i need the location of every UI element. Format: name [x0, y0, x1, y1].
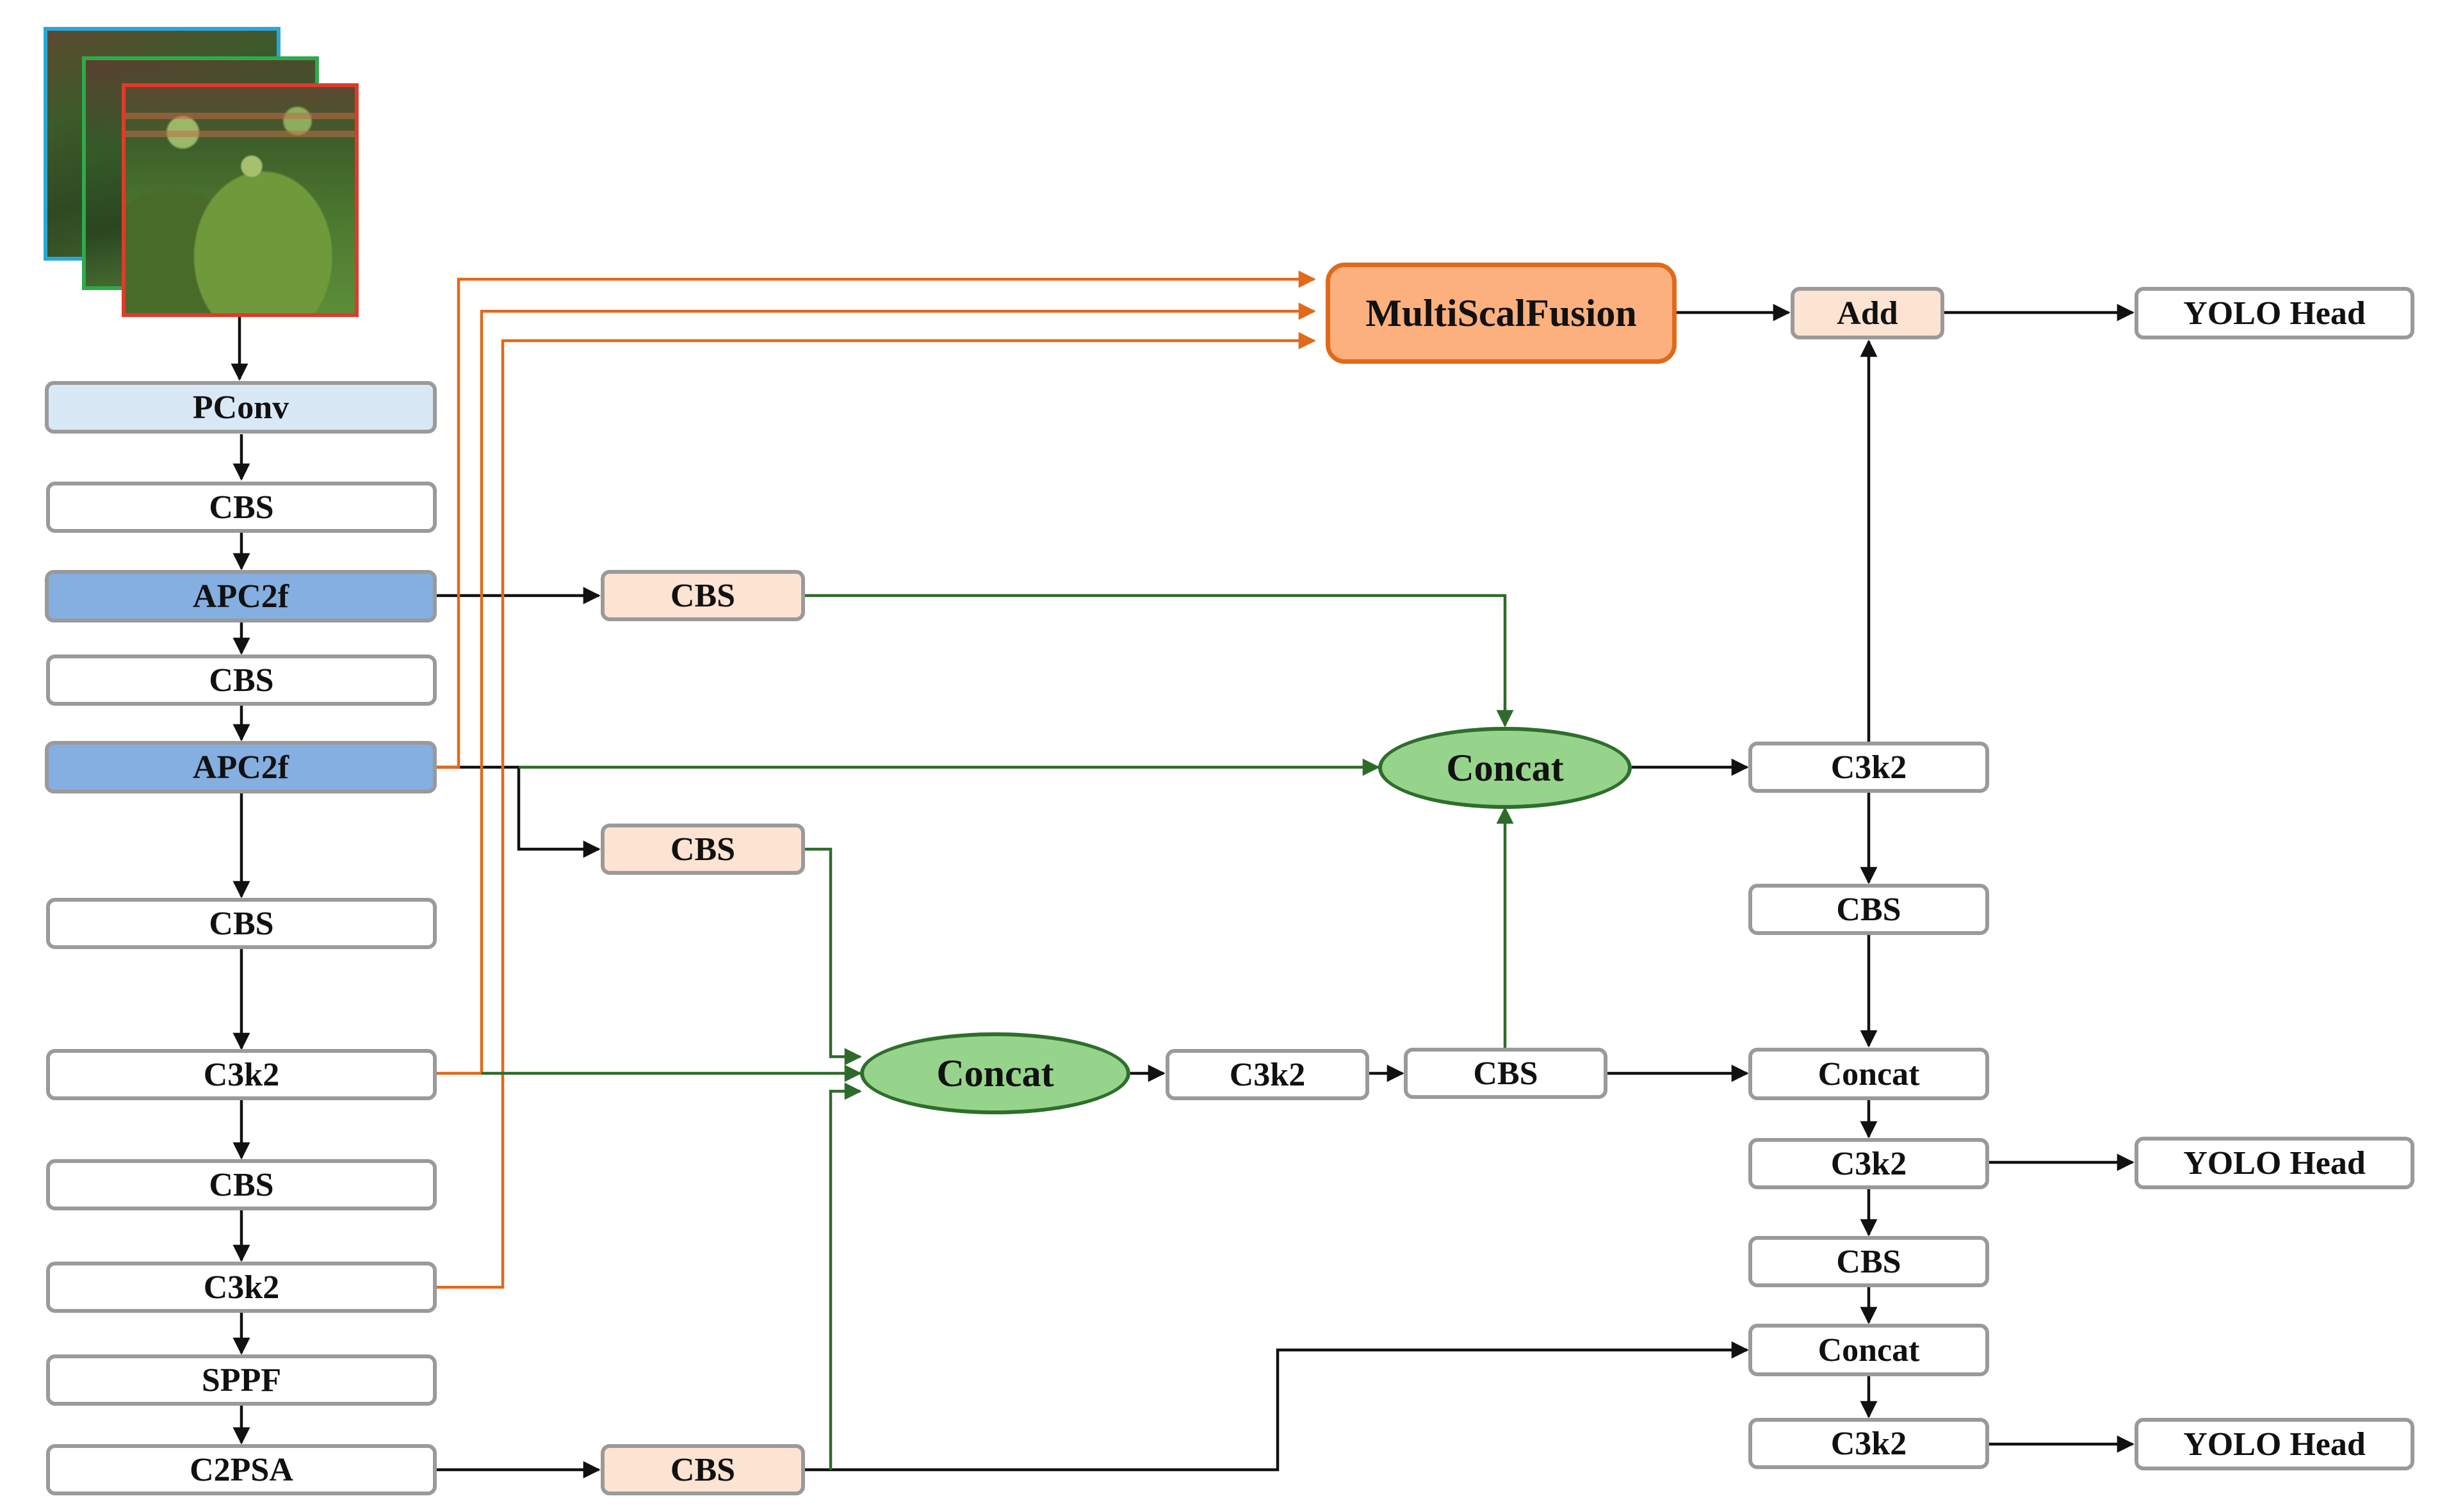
- wire-c3k2-to-fusion: [437, 302, 1316, 1075]
- cbs-block-2: CBS: [46, 654, 437, 706]
- c2psa-block: C2PSA: [46, 1444, 437, 1495]
- cbs-block-3: CBS: [46, 898, 437, 949]
- wire-cbs-mid-1-to-concat-top: [805, 594, 1514, 728]
- apc2f-block-2: APC2f: [45, 741, 437, 793]
- concat-top-node: Concat: [1378, 727, 1632, 809]
- c3k2-block-1: C3k2: [46, 1049, 437, 1100]
- cbs-mid-block: CBS: [1404, 1048, 1607, 1099]
- sppf-block: SPPF: [46, 1354, 437, 1406]
- c3k2-mid-block: C3k2: [1166, 1049, 1369, 1100]
- cbs-branch-block-2: CBS: [601, 824, 805, 875]
- cbs-branch-block-1: CBS: [601, 570, 805, 621]
- cbs-branch-block-3: CBS: [601, 1444, 805, 1495]
- cbs-block-4: CBS: [46, 1159, 437, 1210]
- multiscalfusion-block: MultiScalFusion: [1326, 263, 1677, 364]
- wire-apc2f-2-to-cbs-mid-2: [437, 765, 601, 858]
- cbs-right-block-2: CBS: [1748, 1236, 1989, 1287]
- yolo-head-2: YOLO Head: [2135, 1137, 2414, 1189]
- c3k2-right-block-2: C3k2: [1748, 1138, 1989, 1189]
- concat-right-block-1: Concat: [1748, 1048, 1989, 1100]
- c3k2-right-block-1: C3k2: [1748, 742, 1989, 793]
- apc2f-block-1: APC2f: [45, 570, 437, 622]
- pconv-block: PConv: [45, 381, 437, 434]
- cbs-right-block-1: CBS: [1748, 884, 1989, 935]
- add-block: Add: [1791, 287, 1944, 339]
- wire-cbs-mid-3-to-concat-mid: [829, 1082, 862, 1470]
- c3k2-block-2: C3k2: [46, 1262, 437, 1313]
- c3k2-right-block-3: C3k2: [1748, 1418, 1989, 1469]
- wire-apc2f-2-to-fusion: [437, 270, 1316, 769]
- wire-cbs-mid-3-to-concat-r2: [805, 1341, 1749, 1472]
- cbs-block-1: CBS: [46, 482, 437, 533]
- concat-right-block-2: Concat: [1748, 1324, 1989, 1376]
- input-image-red-frame: [122, 83, 359, 317]
- yolo-head-3: YOLO Head: [2135, 1418, 2414, 1470]
- yolo-head-1: YOLO Head: [2135, 287, 2414, 339]
- wire-cbs-mid-2-to-concat-mid: [805, 847, 862, 1066]
- concat-mid-node: Concat: [860, 1032, 1130, 1114]
- wire-c3k2-2-to-fusion: [437, 332, 1316, 1289]
